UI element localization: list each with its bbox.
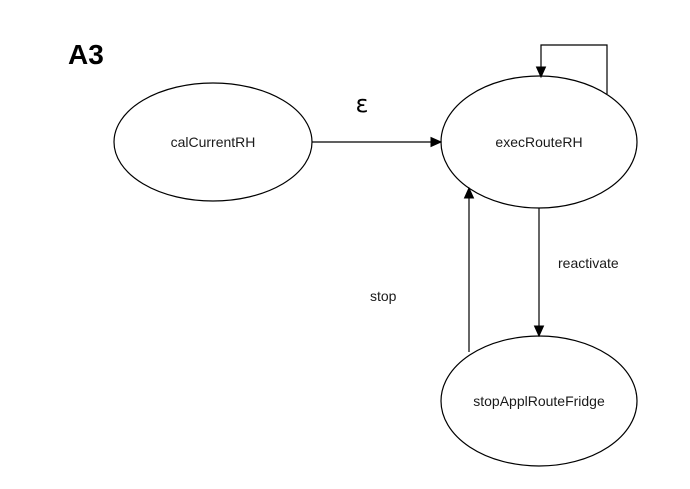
transition-stop[interactable]: stop xyxy=(370,186,475,352)
state-calcurrentrh[interactable]: calCurrentRH xyxy=(113,82,313,202)
state-stopapplroutefridge-label: stopApplRouteFridge xyxy=(473,393,605,409)
arrowhead-icon xyxy=(535,66,547,79)
transition-self-loop[interactable] xyxy=(535,44,608,94)
state-stopapplroutefridge[interactable]: stopApplRouteFridge xyxy=(440,335,638,467)
transition-epsilon-label: ε xyxy=(356,90,369,118)
diagram-title: A3 xyxy=(68,39,104,70)
arrowhead-icon xyxy=(463,186,475,199)
state-execrouterh-label: execRouteRH xyxy=(495,134,582,150)
transition-epsilon[interactable]: ε xyxy=(312,90,443,148)
transition-stop-label: stop xyxy=(370,288,397,304)
state-calcurrentrh-label: calCurrentRH xyxy=(171,134,256,150)
arrowhead-icon xyxy=(430,136,443,148)
transition-reactivate[interactable]: reactivate xyxy=(533,208,619,338)
arrowhead-icon xyxy=(533,325,545,338)
state-execrouterh[interactable]: execRouteRH xyxy=(440,75,638,209)
transition-self-loop-line xyxy=(540,44,608,94)
transition-reactivate-label: reactivate xyxy=(558,255,619,271)
